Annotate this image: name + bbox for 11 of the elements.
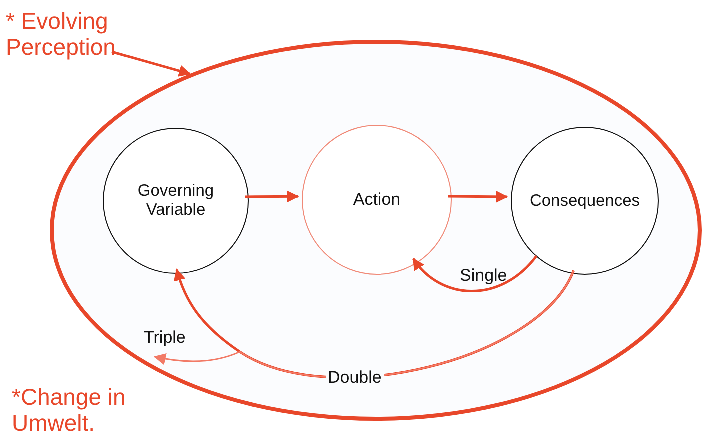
node-label: Governing Variable <box>136 182 216 220</box>
arrow <box>412 255 538 293</box>
arrow <box>245 190 300 203</box>
annotation-text: * Evolving Perception <box>6 8 117 60</box>
node-label: Action <box>352 190 402 210</box>
edge-label: Triple <box>143 328 187 348</box>
annotation-text: *Change in Umwelt. <box>12 384 127 437</box>
arrow <box>112 50 192 77</box>
arrow <box>448 190 508 203</box>
node-label: Consequences <box>528 192 642 210</box>
edge-label: Single <box>459 266 508 286</box>
